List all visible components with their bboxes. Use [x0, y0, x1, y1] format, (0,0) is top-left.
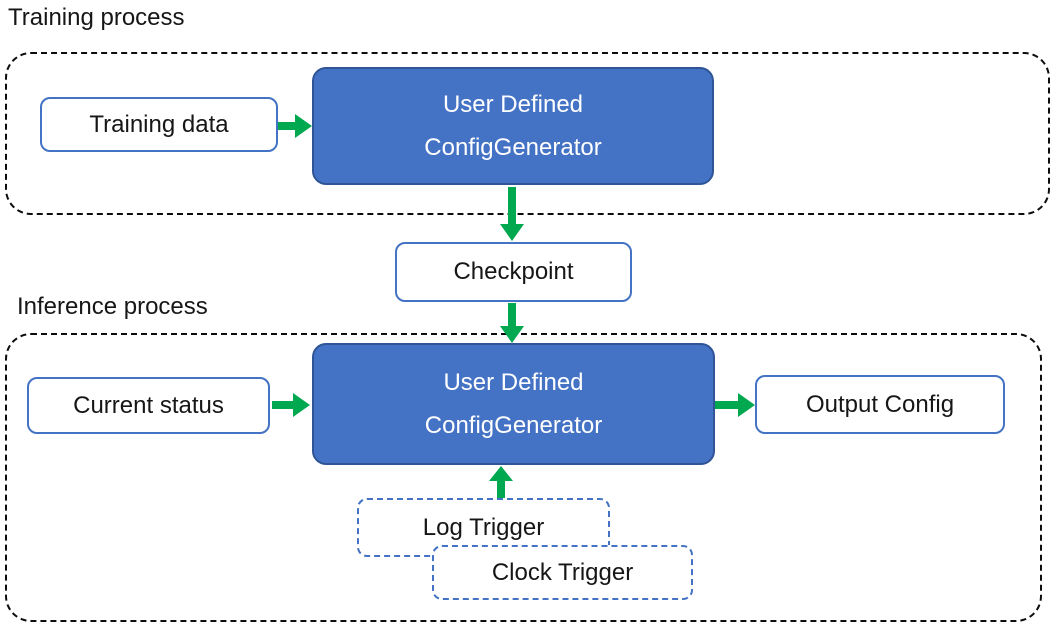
arrow-shaft: [272, 401, 293, 409]
arrow-right-head: [295, 114, 312, 138]
clock-trigger-box: Clock Trigger: [432, 545, 693, 600]
arrow-current-status-to-generator: [272, 393, 310, 417]
output-config-box: Output Config: [755, 375, 1005, 434]
training-data-box: Training data: [40, 97, 278, 152]
checkpoint-label: Checkpoint: [453, 258, 574, 285]
arrow-shaft: [278, 122, 295, 130]
arrow-shaft: [715, 401, 738, 409]
arrow-triggers-to-generator: [489, 466, 513, 498]
arrow-checkpoint-to-inference-generator: [500, 303, 524, 343]
current-status-box: Current status: [27, 377, 270, 434]
training-process-label: Training process: [8, 4, 185, 31]
training-process-container: [5, 52, 1050, 215]
generator-line1: User Defined: [442, 91, 584, 118]
arrow-generator-to-checkpoint: [500, 187, 524, 241]
arrow-shaft: [508, 303, 516, 326]
arrow-shaft: [497, 481, 505, 498]
arrow-shaft: [508, 187, 516, 224]
output-config-label: Output Config: [805, 390, 955, 418]
generator-line2: ConfigGenerator: [424, 412, 603, 439]
arrow-up-head: [489, 466, 513, 481]
arrow-down-head: [500, 224, 524, 241]
inference-config-generator-box: User Defined ConfigGenerator: [312, 343, 715, 465]
generator-line1: User Defined: [443, 369, 584, 396]
checkpoint-box: Checkpoint: [395, 242, 632, 302]
training-config-generator-box: User Defined ConfigGenerator: [312, 67, 714, 185]
inference-process-label: Inference process: [17, 293, 208, 320]
arrow-generator-to-output-config: [715, 393, 755, 417]
log-trigger-label: Log Trigger: [422, 513, 545, 541]
arrow-down-head: [500, 326, 524, 343]
arrow-training-data-to-generator: [278, 114, 312, 138]
generator-line2: ConfigGenerator: [424, 134, 602, 161]
arrow-right-head: [293, 393, 310, 417]
current-status-label: Current status: [73, 391, 224, 419]
training-data-label: Training data: [89, 110, 229, 138]
clock-trigger-label: Clock Trigger: [491, 558, 634, 586]
arrow-right-head: [738, 393, 755, 417]
